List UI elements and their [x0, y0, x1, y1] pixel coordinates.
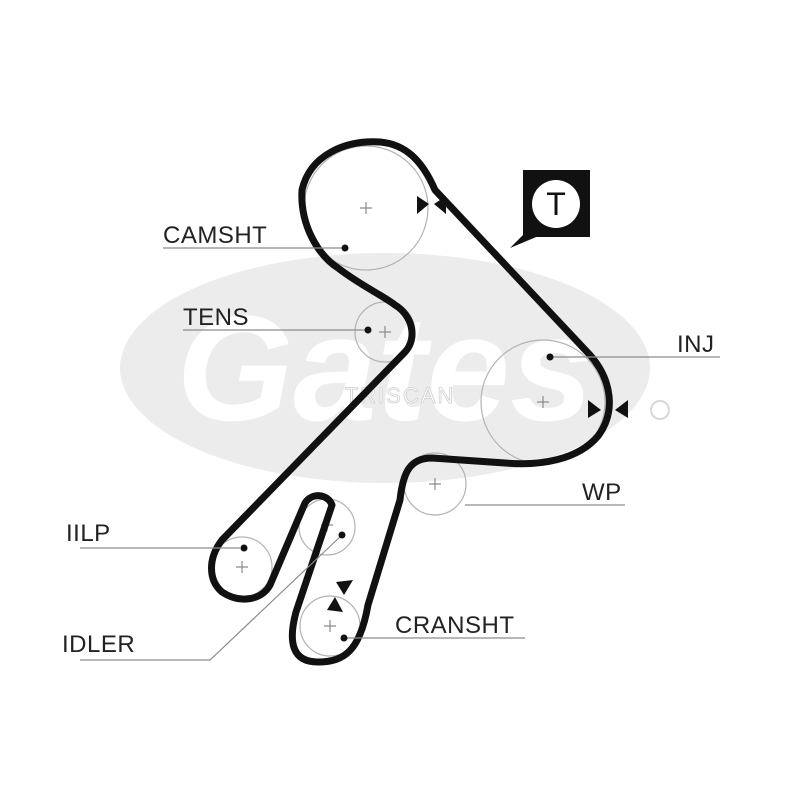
label-water-pump: WP — [582, 479, 622, 506]
water-pump-centre-icon — [429, 478, 441, 490]
label-injection: INJ — [677, 331, 715, 358]
camshaft-timing-mark-icon — [417, 196, 446, 214]
label-crankshaft: CRANSHT — [395, 612, 515, 639]
leader-lines — [80, 247, 720, 661]
idler-leader — [80, 534, 343, 661]
idler-dot-icon — [338, 531, 346, 539]
label-idler: IDLER — [62, 631, 135, 658]
tension-marker-text: T — [546, 186, 566, 222]
idler-pulley-dot-icon — [240, 544, 248, 552]
injection-timing-mark-icon — [588, 400, 628, 418]
camshaft-dot-icon — [341, 244, 349, 252]
label-idler-pulley: IILP — [66, 520, 111, 547]
label-camshaft: CAMSHT — [163, 222, 267, 249]
tensioner-centre-icon — [379, 326, 391, 338]
component-labels: CAMSHT TENS INJ WP IILP IDLER CRANSHT — [62, 222, 715, 658]
camshaft-centre-icon — [360, 202, 372, 214]
label-tensioner: TENS — [183, 304, 249, 331]
tensioner-dot-icon — [364, 326, 372, 334]
crankshaft-centre-icon — [324, 620, 336, 632]
crankshaft-dot-icon — [340, 634, 348, 642]
tension-marker: T — [510, 170, 590, 248]
crankshaft-timing-mark-icon — [327, 580, 353, 612]
timing-marks — [327, 196, 628, 612]
tension-marker-circle — [532, 180, 580, 228]
injection-centre-icon — [537, 396, 549, 408]
leader-dots — [240, 244, 554, 642]
tension-marker-pointer — [510, 228, 548, 248]
injection-dot-icon — [546, 353, 554, 361]
timing-belt — [208, 138, 613, 666]
pulley-centres — [236, 202, 549, 632]
idler-lower-centre-icon — [236, 561, 248, 573]
registered-mark-icon — [650, 400, 670, 420]
